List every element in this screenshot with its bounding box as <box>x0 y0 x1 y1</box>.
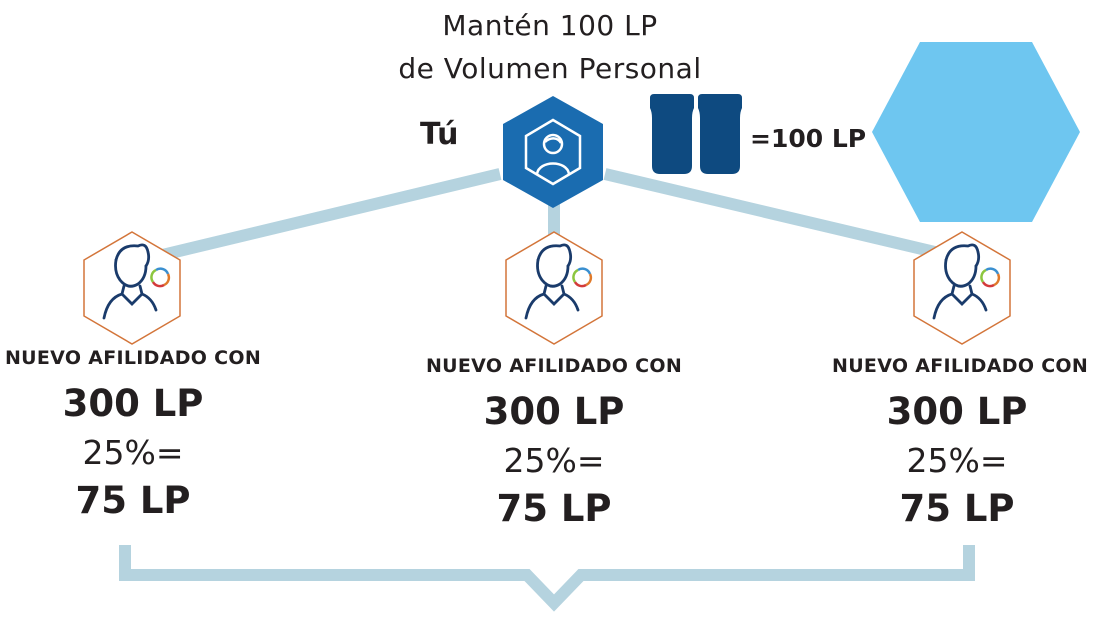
product-equals-label: =100 LP <box>750 124 867 153</box>
person-icon <box>524 243 580 320</box>
heading-line-2: de Volumen Personal <box>398 52 702 85</box>
product-bottles-icon <box>650 94 742 174</box>
affiliate-2-percent: 25%= <box>503 441 605 480</box>
affiliate-1-percent: 25%= <box>82 433 184 472</box>
affiliate-3-result: 75 LP <box>899 487 1015 530</box>
affiliate-2-label: NUEVO AFILIDADO CON <box>425 355 683 377</box>
color-ring-icon <box>572 267 593 288</box>
affiliate-3-percent: 25%= <box>906 441 1008 480</box>
bottom-bracket <box>119 545 975 612</box>
affiliate-1-hexagon <box>83 231 181 345</box>
you-hexagon <box>503 96 603 208</box>
affiliate-1-label: NUEVO AFILIDADO CON <box>4 347 262 369</box>
connector-left <box>148 168 502 264</box>
affiliate-2-volume: 300 LP <box>483 390 625 433</box>
color-ring-icon <box>980 267 1001 288</box>
affiliate-2-hexagon <box>505 231 603 345</box>
light-hexagon <box>872 42 1080 222</box>
affiliate-1-result: 75 LP <box>75 479 191 522</box>
color-ring-icon <box>150 267 171 288</box>
affiliate-3-volume: 300 LP <box>886 390 1028 433</box>
person-icon <box>102 243 158 320</box>
affiliate-3-hexagon <box>913 231 1011 345</box>
person-icon <box>524 118 582 186</box>
person-icon <box>932 243 988 320</box>
affiliate-3-label: NUEVO AFILIDADO CON <box>832 355 1089 377</box>
affiliate-1-volume: 300 LP <box>62 382 204 425</box>
heading-line-1: Mantén 100 LP <box>442 9 658 42</box>
you-label: Tú <box>420 117 459 152</box>
connector-right <box>603 168 962 264</box>
affiliate-2-result: 75 LP <box>496 487 612 530</box>
